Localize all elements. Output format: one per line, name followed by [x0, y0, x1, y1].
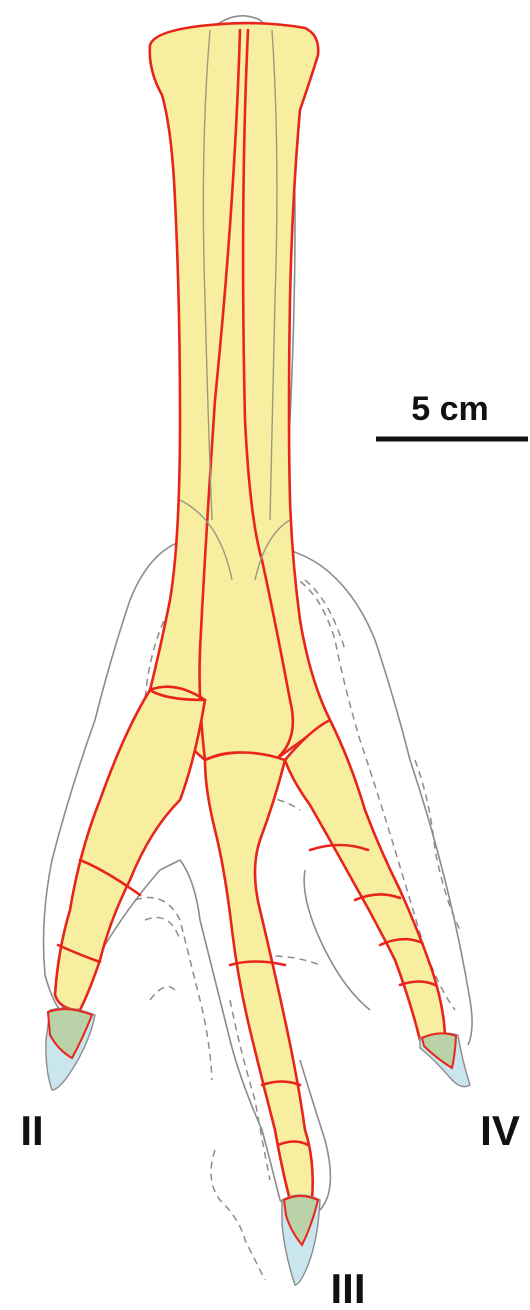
digit-iv-label: IV — [480, 1107, 520, 1154]
tarsometatarsus — [150, 23, 330, 765]
digit-iii-label: III — [330, 1265, 365, 1310]
digit-ii — [46, 690, 205, 1090]
scale-bar-label: 5 cm — [411, 390, 489, 428]
digit-iv — [285, 720, 470, 1087]
digit-ii-label: II — [20, 1107, 43, 1154]
digit-iii — [205, 753, 320, 1286]
scale-bar: 5 cm — [376, 390, 528, 439]
